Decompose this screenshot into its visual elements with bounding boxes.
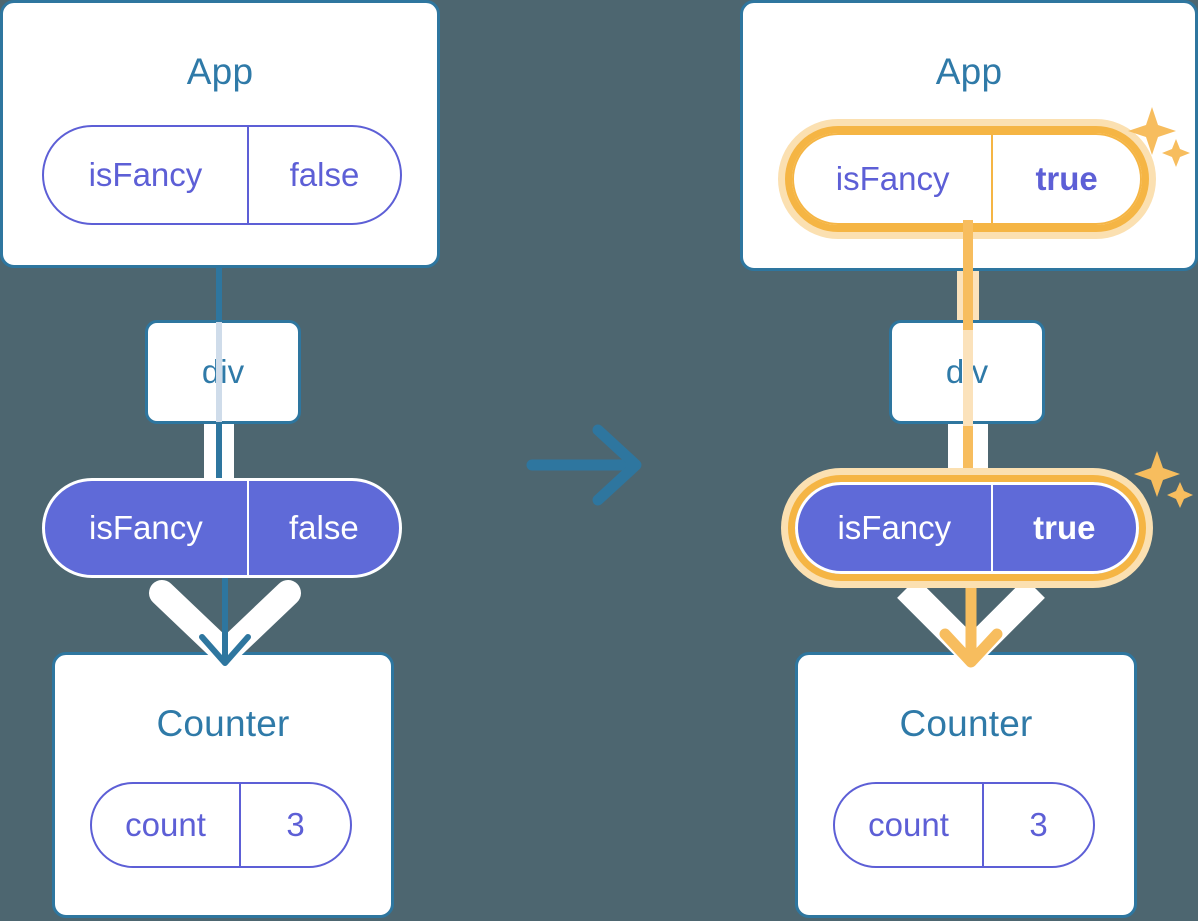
- counter-title-right: Counter: [899, 703, 1033, 744]
- connector-inside-div-left: [216, 322, 222, 422]
- panel-after: App isFancy true div isFancy: [599, 0, 1198, 921]
- connector-app-to-div-left: [216, 266, 222, 324]
- connector-div-to-props-orange-right: [963, 422, 973, 492]
- app-state-value-right: true: [991, 135, 1140, 223]
- props-key-left: isFancy: [89, 509, 203, 546]
- counter-title-left: Counter: [156, 703, 290, 744]
- app-state-key-left: isFancy: [88, 156, 203, 193]
- counter-state-pill-left: count 3: [90, 782, 352, 868]
- app-state-key-right: isFancy: [835, 160, 950, 197]
- app-state-pill-left: isFancy false: [42, 125, 402, 225]
- sparkles-icon-app-right: [1126, 103, 1196, 175]
- props-value-left: false: [246, 481, 399, 575]
- app-title-left: App: [186, 51, 254, 92]
- app-title-right: App: [935, 51, 1003, 92]
- counter-state-value-right: 3: [982, 784, 1093, 866]
- app-state-pill-right: isFancy true: [792, 133, 1142, 225]
- counter-state-value-left: 3: [239, 784, 350, 866]
- panel-before: App isFancy false div isFancy false: [0, 0, 440, 918]
- props-pill-right: isFancy true: [795, 482, 1139, 574]
- props-pill-left: isFancy false: [42, 478, 402, 578]
- app-state-value-left: false: [246, 127, 400, 223]
- counter-state-pill-right: count 3: [833, 782, 1095, 868]
- props-key-right: isFancy: [837, 509, 952, 546]
- connector-inside-div-right: [963, 322, 973, 426]
- div-box-label-left: div: [201, 353, 245, 390]
- counter-state-key-left: count: [125, 806, 206, 843]
- transition-arrow: [524, 420, 654, 510]
- connector-div-to-props-blue-left: [216, 420, 222, 490]
- div-box-left: div: [145, 320, 301, 424]
- counter-state-key-right: count: [868, 806, 949, 843]
- props-value-right: true: [990, 485, 1136, 571]
- arrow-props-to-counter-left: [140, 575, 310, 670]
- arrow-props-to-counter-right: [883, 572, 1059, 670]
- sparkles-icon-props-right: [1133, 448, 1198, 516]
- connector-app-to-div-right: [963, 220, 973, 330]
